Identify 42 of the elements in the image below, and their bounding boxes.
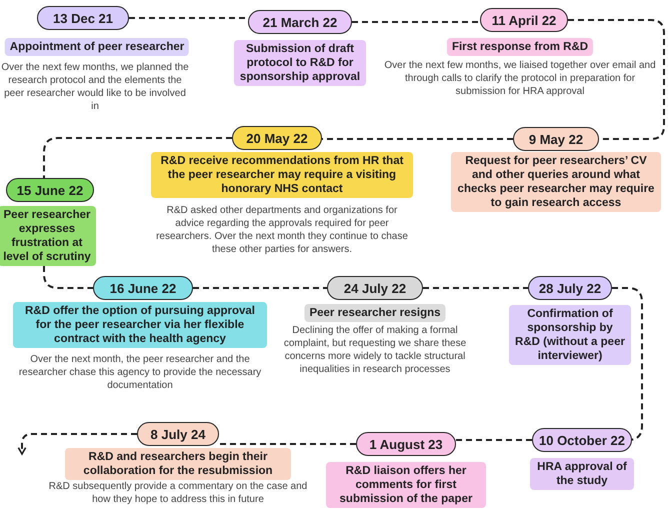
event-heading: Appointment of peer researcher (4, 38, 190, 56)
timeline-arrow (18, 433, 137, 455)
date-pill: 28 July 22 (528, 276, 612, 300)
event-description: Over the next month, the peer researcher and the researcher chase this agency to provide the necessary documentation (18, 353, 262, 392)
timeline-connector (456, 439, 532, 441)
date-pill: 24 July 22 (327, 276, 423, 300)
date-pill: 10 October 22 (532, 428, 632, 452)
timeline-connector (612, 287, 643, 441)
date-pill: 8 July 24 (137, 422, 219, 446)
date-pill: 13 Dec 21 (37, 6, 129, 30)
timeline-connector (219, 443, 356, 445)
date-pill: 9 May 22 (513, 127, 599, 151)
event-description: Over the next few months, we liaised together over email and through calls to clarify the protocol in preparation for submission for HRA approval (383, 59, 657, 98)
timeline-connector (352, 21, 480, 23)
timeline-connector (423, 287, 528, 289)
event-heading: R&D liaison offers her comments for first submission of the paper (326, 462, 486, 508)
timeline-connector (129, 17, 248, 19)
timeline-connector (193, 287, 327, 289)
timeline-connector (568, 19, 665, 140)
event-description: Declining the offer of making a formal complaint, but requesting we share these concerns more widely to tackle structural inequalities in research processes (282, 324, 468, 376)
event-heading: Request for peer researchers’ CV and other queries around what checks peer researcher may require to gain research access (451, 152, 661, 212)
event-heading: Submission of draft protocol to R&D for sponsorship approval (234, 40, 366, 86)
date-pill: 16 June 22 (93, 276, 193, 300)
event-heading: HRA approval of the study (530, 458, 634, 490)
timeline-connector (43, 137, 232, 178)
event-description: Over the next few months, we planned the research protocol and the elements the peer researcher would like to be involved in (0, 61, 190, 113)
timeline-connector (43, 266, 93, 289)
event-description: R&D subsequently provide a commentary on the case and how they hope to address this in future (48, 480, 308, 506)
timeline-connector (322, 138, 513, 140)
event-heading: R&D offer the option of pursuing approval for the peer researcher via her flexible contract with the health agency (13, 302, 267, 348)
date-pill: 20 May 22 (232, 126, 322, 150)
date-pill: 11 April 22 (480, 8, 568, 32)
event-heading: Peer researcher expresses frustration at level of scrutiny (0, 206, 96, 266)
date-pill: 1 August 23 (356, 432, 456, 456)
event-heading: Peer researcher resigns (304, 304, 446, 322)
event-heading: R&D receive recommendations from HR that the peer researcher may require a visiting honorary NHS contact (151, 152, 413, 198)
date-pill: 15 June 22 (6, 178, 94, 202)
event-heading: First response from R&D (446, 38, 594, 56)
date-pill: 21 March 22 (248, 10, 352, 34)
event-description: R&D asked other departments and organizations for advice regarding the approvals required for peer researchers. Over the next month they continue to chase these other parties for answers. (155, 204, 409, 256)
event-heading: R&D and researchers begin their collaboration for the resubmission (65, 448, 291, 480)
event-heading: Confirmation of sponsorship by R&D (without a peer interviewer) (509, 305, 631, 365)
